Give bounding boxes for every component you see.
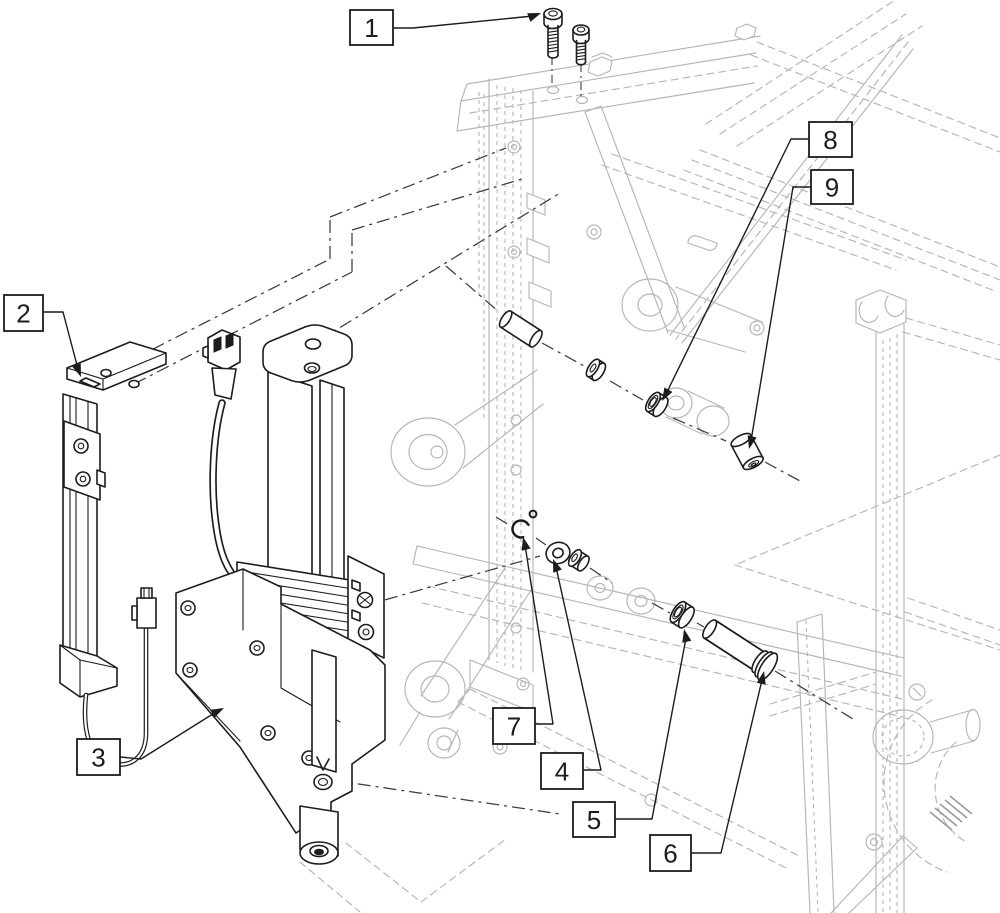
part-slider-bracket: [59, 341, 167, 767]
callout-box: [808, 121, 853, 158]
callout-box: [810, 169, 854, 205]
callout-arrowhead: [521, 537, 531, 551]
callout-arrowhead: [72, 363, 81, 377]
callout-6-clevis-pin: 6: [649, 671, 766, 872]
callout-box: [349, 9, 394, 46]
callout-arrowhead: [210, 708, 224, 718]
callout-box: [3, 294, 44, 332]
callout-leader-line: [43, 311, 79, 370]
callout-number: 3: [91, 743, 105, 773]
callout-2-slider-bracket: 2: [3, 294, 81, 377]
callout-box: [540, 752, 584, 790]
callout-8-pivot-washer: 8: [662, 121, 853, 401]
callout-number: 6: [663, 839, 677, 869]
callout-leader-line: [691, 679, 763, 854]
callout-box: [572, 801, 616, 838]
part-flanged-washer-5: [669, 600, 695, 629]
part-actuator: [175, 324, 386, 865]
callout-arrowhead: [527, 13, 541, 22]
callout-7-retaining-clip: 7: [492, 537, 554, 745]
callout-3-actuator-motor: 3: [76, 708, 224, 776]
part-clevis-pin: [702, 619, 779, 681]
part-retaining-clip: [511, 509, 538, 539]
callout-number: 2: [16, 299, 30, 329]
callout-leader-line: [555, 566, 602, 771]
callout-5-flanged-washer: 5: [572, 629, 692, 838]
callout-layer: 1 2 3 45 6 7 8 9: [3, 9, 854, 872]
callout-arrowhead: [553, 559, 562, 573]
callout-leader-line: [393, 15, 534, 29]
callout-number: 4: [555, 757, 569, 787]
callout-leader-line: [750, 186, 811, 442]
callout-number: 7: [507, 712, 521, 742]
part-flat-washer: [545, 541, 571, 565]
callout-box: [492, 707, 536, 745]
callout-number: 8: [823, 125, 837, 155]
part-mounting-screws: [543, 7, 590, 66]
callout-box: [76, 738, 121, 776]
part-upper-pivot-washer: [585, 358, 607, 382]
part-upper-pivot-pin: [498, 310, 543, 348]
part-pivot-spacer-9: [730, 432, 764, 471]
callout-arrowhead: [682, 629, 692, 643]
construction-lines: [105, 57, 854, 815]
callout-arrowhead: [747, 435, 757, 449]
callout-number: 9: [825, 173, 839, 203]
callout-4-flat-washer: 4: [540, 559, 602, 790]
callout-leader-line: [119, 711, 217, 760]
callout-9-pivot-spacer: 9: [747, 169, 854, 449]
callout-arrowhead: [662, 387, 673, 401]
callout-box: [649, 834, 692, 872]
callout-leader-line: [615, 637, 688, 820]
callout-number: 5: [587, 805, 601, 835]
callout-number: 1: [364, 13, 378, 43]
callout-1-mounting-screws: 1: [349, 9, 541, 46]
callout-arrowhead: [756, 671, 766, 685]
frame-background: [299, 1, 1000, 913]
part-small-bushing: [567, 548, 590, 572]
